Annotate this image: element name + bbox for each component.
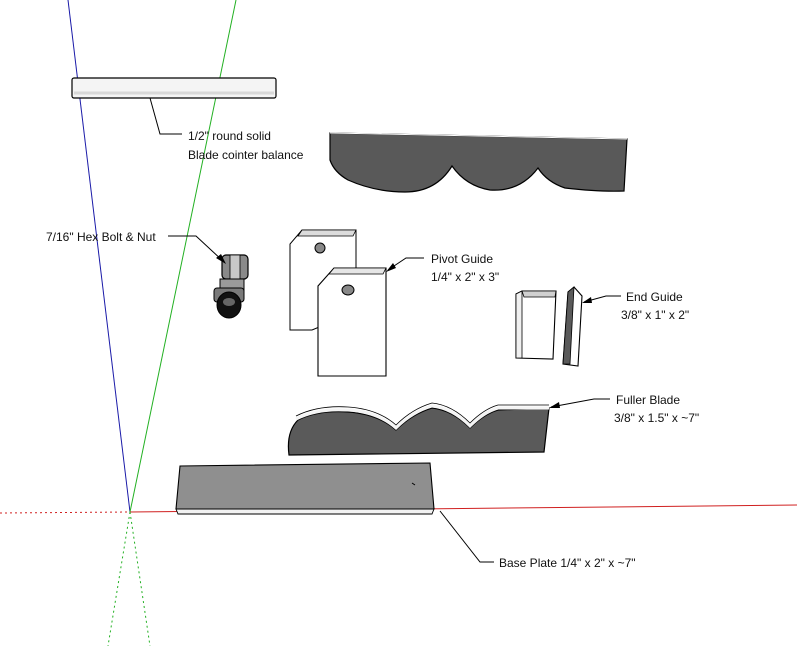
- pivot-leader-arrow: [386, 263, 396, 272]
- red-axis-negative: [0, 511, 131, 514]
- green-axis-negative: [107, 511, 131, 646]
- blue-axis: [67, 0, 131, 513]
- base-label: Base Plate 1/4" x 2" x ~7": [499, 556, 636, 570]
- pivot-guide-front[interactable]: [317, 267, 387, 377]
- green-axis-negative-2: [129, 511, 151, 646]
- fuller-leader-arrow: [549, 402, 560, 408]
- pivot-label-line2: 1/4" x 2" x 3": [431, 270, 499, 284]
- bolt-leader: [168, 235, 225, 263]
- rod-label-line1: 1/2" round solid: [188, 129, 271, 143]
- end-guide-right[interactable]: [562, 286, 583, 367]
- pivot-label-line1: Pivot Guide: [431, 252, 493, 266]
- bolt-leader-arrow: [216, 254, 226, 264]
- round-rod[interactable]: [71, 77, 277, 99]
- end-label-line1: End Guide: [626, 290, 683, 304]
- fuller-leader: [550, 398, 610, 408]
- fuller-blade[interactable]: [287, 402, 550, 456]
- fuller-label-line2: 3/8" x 1.5" x ~7": [614, 411, 699, 425]
- rod-label-line2: Blade cointer balance: [188, 148, 304, 162]
- hex-bolt[interactable]: [213, 254, 249, 319]
- base-leader: [439, 510, 494, 563]
- top-blade[interactable]: [329, 132, 628, 193]
- end-label-line2: 3/8" x 1" x 2": [621, 308, 689, 322]
- rod-leader: [149, 97, 182, 135]
- bolt-label: 7/16" Hex Bolt & Nut: [46, 230, 156, 244]
- end-leader-arrow: [582, 297, 592, 303]
- fuller-label-line1: Fuller Blade: [616, 393, 680, 407]
- end-guide-left[interactable]: [515, 290, 557, 360]
- base-plate[interactable]: [175, 462, 435, 515]
